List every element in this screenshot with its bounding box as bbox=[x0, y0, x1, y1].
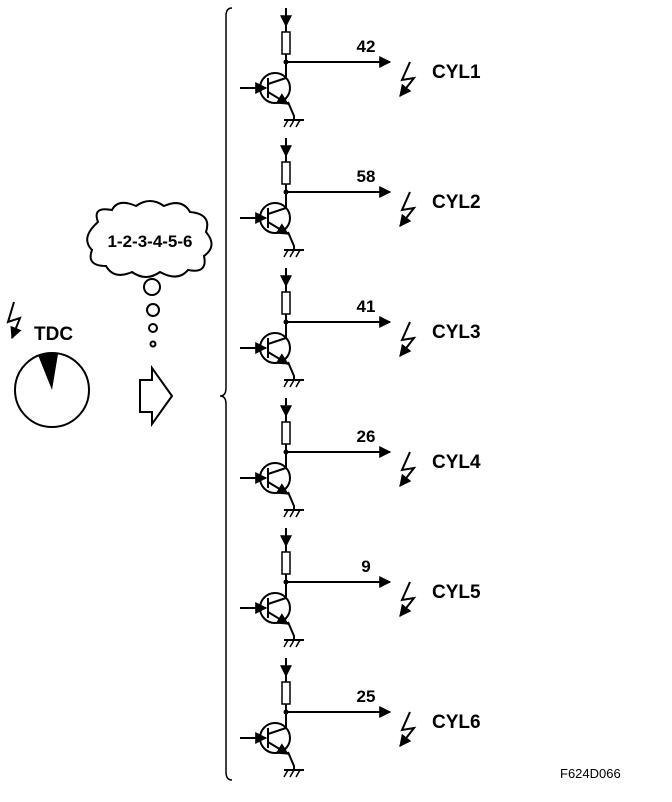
cylinder-label: CYL2 bbox=[432, 192, 481, 213]
hollow-arrow-icon bbox=[139, 364, 174, 428]
cylinder-label: CYL6 bbox=[432, 712, 481, 733]
channel-value: 25 bbox=[357, 687, 376, 706]
tdc-label: TDC bbox=[34, 324, 73, 345]
ground-icon bbox=[283, 639, 304, 648]
sequence-bubble bbox=[86, 200, 213, 348]
channel-brace bbox=[219, 7, 233, 781]
resistor bbox=[281, 31, 291, 55]
ground-icon bbox=[283, 379, 304, 388]
channel-value: 41 bbox=[357, 297, 376, 316]
spark-icon bbox=[399, 451, 417, 487]
figure-code: F624D066 bbox=[560, 766, 621, 781]
tdc-spark-icon bbox=[6, 301, 22, 340]
firing-order: 1-2-3-4-5-6 bbox=[107, 232, 192, 251]
resistor bbox=[281, 551, 291, 575]
channel-value: 9 bbox=[361, 557, 370, 576]
resistor bbox=[281, 421, 291, 445]
resistor bbox=[281, 681, 291, 705]
cylinder-label: CYL1 bbox=[432, 62, 481, 83]
channel-value: 26 bbox=[357, 427, 376, 446]
spark-icon bbox=[399, 581, 417, 617]
ground-icon bbox=[283, 249, 304, 258]
spark-icon bbox=[399, 711, 417, 747]
cylinder-label: CYL5 bbox=[432, 582, 481, 603]
resistor bbox=[281, 291, 291, 315]
cylinder-label: CYL4 bbox=[432, 452, 481, 473]
ground-icon bbox=[283, 769, 304, 778]
spark-icon bbox=[399, 321, 417, 357]
cylinder-label: CYL3 bbox=[432, 322, 481, 343]
ground-icon bbox=[283, 509, 304, 518]
tdc-disc bbox=[14, 352, 90, 428]
channel-value: 42 bbox=[357, 37, 376, 56]
channel-value: 58 bbox=[357, 167, 376, 186]
ground-icon bbox=[283, 119, 304, 128]
spark-icon bbox=[399, 61, 417, 97]
resistor bbox=[281, 161, 291, 185]
spark-icon bbox=[399, 191, 417, 227]
